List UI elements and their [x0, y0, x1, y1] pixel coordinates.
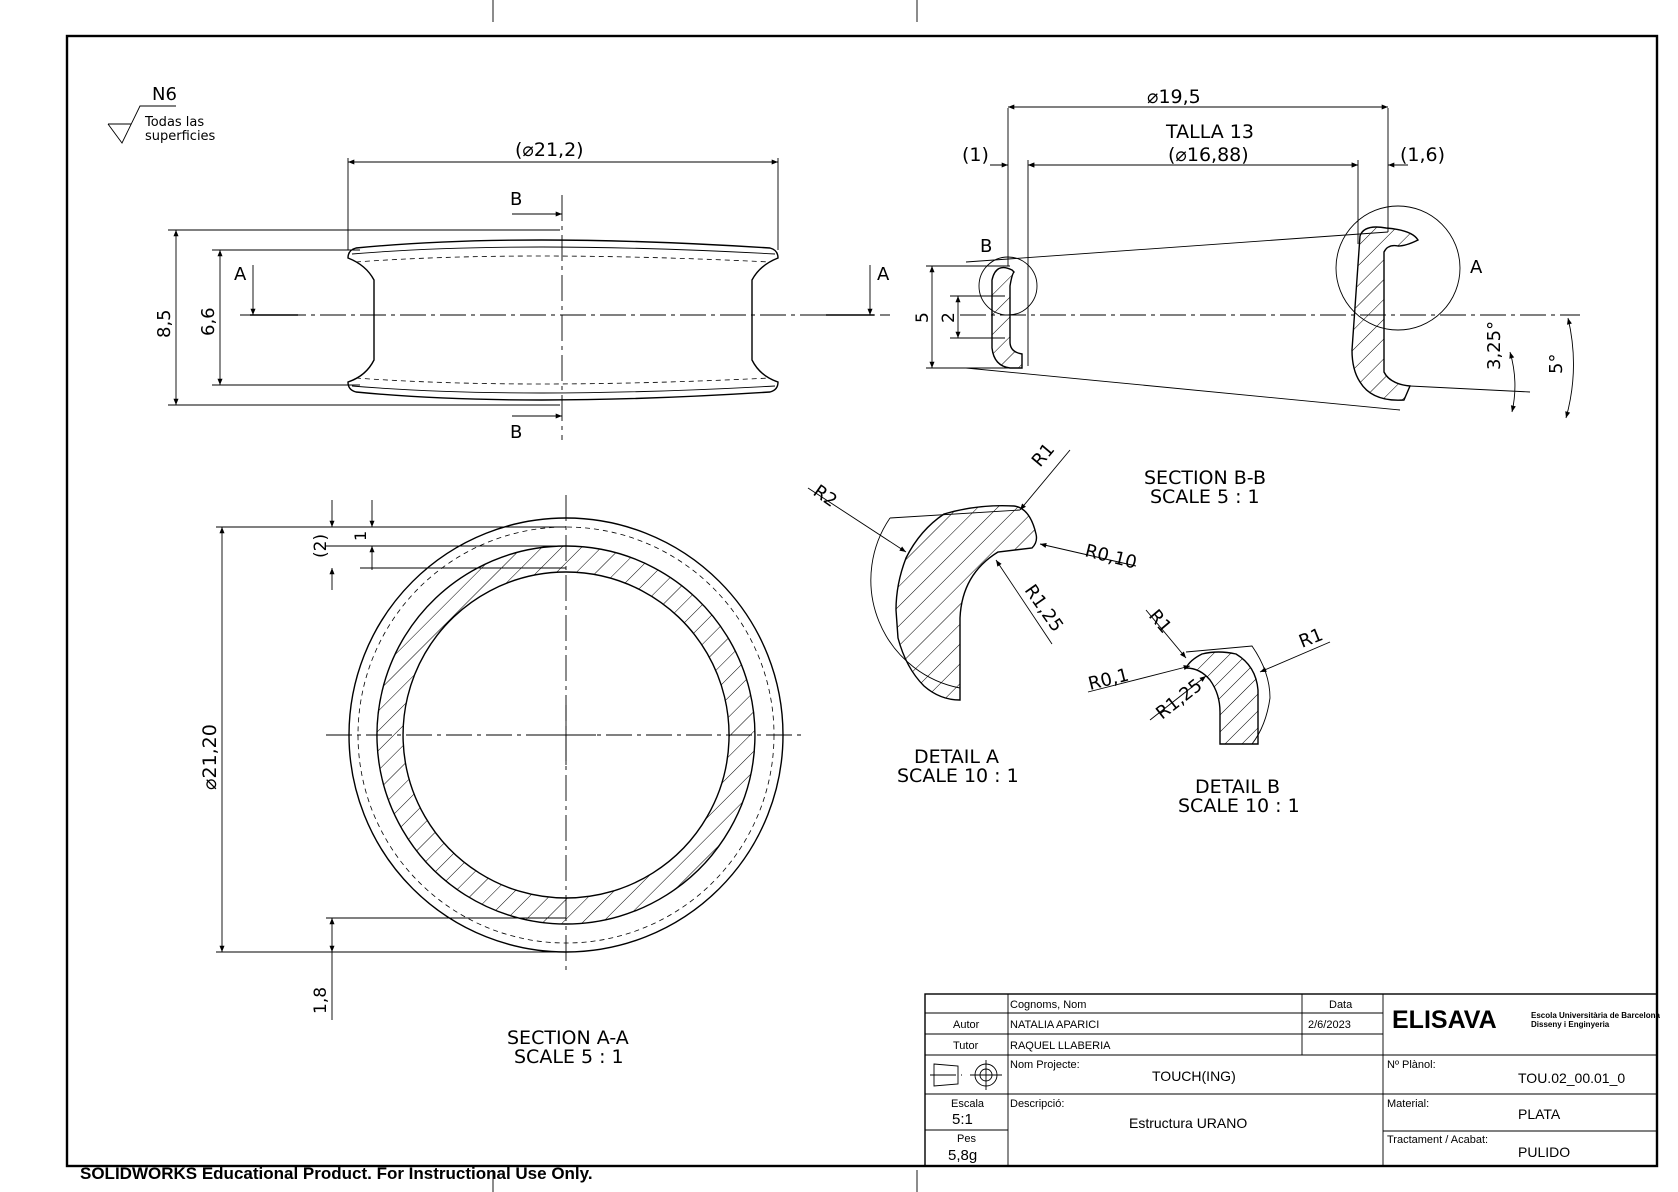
aa-bottom-dim: 1,8	[311, 987, 331, 1014]
bb-detail-a-label: A	[1470, 257, 1483, 278]
educational-watermark: SOLIDWORKS Educational Product. For Inst…	[80, 1164, 593, 1183]
tb-scale-label: Escala	[951, 1098, 985, 1110]
detail-b-r125: R1,25	[1152, 675, 1206, 724]
tb-author-label: Autor	[953, 1019, 980, 1031]
tb-name-header: Cognoms, Nom	[1010, 999, 1086, 1011]
school-name-line1: Escola Universitària de Barcelona	[1531, 1011, 1661, 1020]
aa-section-scale: SCALE 5 : 1	[514, 1046, 624, 1068]
tb-finish-label: Tractament / Acabat:	[1387, 1134, 1488, 1146]
tb-plan-value: TOU.02_00.01_0	[1518, 1070, 1625, 1086]
front-height-outer-dim: 8,5	[154, 309, 175, 338]
detail-a-r125: R1,25	[1020, 581, 1067, 636]
projection-symbol-icon	[930, 1060, 1002, 1090]
tb-tutor-label: Tutor	[953, 1040, 979, 1052]
section-aa-view: ⌀21,20 (2) 1 1,8 SECTION A-A SCALE 5 : 1	[199, 495, 806, 1068]
school-name-line2: Disseny i Enginyeria	[1531, 1020, 1610, 1029]
section-b-bottom-label: B	[510, 422, 522, 443]
detail-b-scale: SCALE 10 : 1	[1178, 795, 1300, 817]
bb-section-scale: SCALE 5 : 1	[1150, 486, 1260, 508]
sheet-frame	[65, 0, 1659, 1192]
detail-b-view: R1 R1 R0,1 R1,25 DETAIL B SCALE 10 : 1	[1086, 606, 1331, 817]
detail-a-r1: R1	[1028, 439, 1059, 471]
bb-section-title: SECTION B-B	[1144, 467, 1266, 489]
bb-size-diameter: (⌀16,88)	[1168, 144, 1249, 166]
section-b-top-label: B	[510, 189, 522, 210]
bb-angle-large: 5°	[1546, 354, 1567, 374]
tb-finish-value: PULIDO	[1518, 1144, 1570, 1160]
title-block: Cognoms, Nom Data Autor NATALIA APARICI …	[924, 993, 1661, 1167]
tb-tutor-name: RAQUEL LLABERIA	[1010, 1040, 1111, 1052]
detail-a-r010: R0,10	[1083, 540, 1139, 573]
detail-b-title: DETAIL B	[1195, 776, 1280, 798]
bb-right-thickness: (1,6)	[1400, 144, 1445, 166]
aa-section-title: SECTION A-A	[507, 1027, 629, 1049]
detail-a-view: R2 R1 R0,10 R1,25 DETAIL A SCALE 10 : 1	[807, 439, 1139, 787]
finish-note-line2: superficies	[145, 129, 216, 144]
detail-b-r01: R0,1	[1086, 665, 1131, 695]
front-diameter-dim: (⌀21,2)	[515, 139, 584, 161]
section-bb-view: ⌀19,5 TALLA 13 (⌀16,88) (1) (1,6) B A 5 …	[913, 86, 1580, 508]
front-view: A A B B (⌀21,2) 8,5 6,6	[154, 139, 890, 443]
section-a-left-label: A	[234, 264, 247, 285]
tb-plan-label: Nº Plànol:	[1387, 1059, 1436, 1071]
detail-a-scale: SCALE 10 : 1	[897, 765, 1019, 787]
tb-material-value: PLATA	[1518, 1106, 1561, 1122]
bb-detail-b-label: B	[980, 236, 992, 257]
tb-date-header: Data	[1329, 999, 1353, 1011]
surface-finish-symbol: N6 Todas las superficies	[107, 84, 216, 144]
bb-angle-small: 3,25°	[1484, 321, 1505, 370]
tb-project-label: Nom Projecte:	[1010, 1059, 1080, 1071]
aa-wall-dim: (2)	[311, 534, 331, 558]
finish-grade: N6	[152, 84, 177, 105]
tb-material-label: Material:	[1387, 1098, 1429, 1110]
detail-b-r1-right: R1	[1296, 624, 1326, 652]
school-logo: ELISAVA	[1392, 1006, 1497, 1034]
tb-author-date: 2/6/2023	[1308, 1019, 1351, 1031]
section-a-right-label: A	[877, 264, 890, 285]
aa-lip-dim: 1	[351, 531, 370, 541]
bb-height-dim: 5	[913, 312, 933, 323]
tb-weight-label: Pes	[957, 1133, 976, 1145]
bb-band-dim: 2	[939, 312, 959, 323]
tb-description-label: Descripció:	[1010, 1098, 1064, 1110]
detail-a-r2: R2	[809, 481, 841, 512]
detail-a-title: DETAIL A	[914, 746, 999, 768]
bb-left-thickness: (1)	[962, 144, 989, 166]
detail-b-r1-top: R1	[1144, 606, 1175, 638]
finish-note-line1: Todas las	[144, 115, 204, 130]
aa-diameter-dim: ⌀21,20	[199, 724, 221, 790]
bb-size-label: TALLA 13	[1165, 121, 1254, 143]
tb-weight-value: 5,8g	[948, 1147, 977, 1164]
tb-description-value: Estructura URANO	[1129, 1115, 1247, 1131]
tb-project-value: TOUCH(ING)	[1152, 1068, 1236, 1084]
front-height-inner-dim: 6,6	[198, 307, 219, 336]
tb-scale-value: 5:1	[952, 1111, 973, 1128]
tb-author-name: NATALIA APARICI	[1010, 1019, 1099, 1031]
bb-diameter-dim: ⌀19,5	[1147, 86, 1201, 108]
